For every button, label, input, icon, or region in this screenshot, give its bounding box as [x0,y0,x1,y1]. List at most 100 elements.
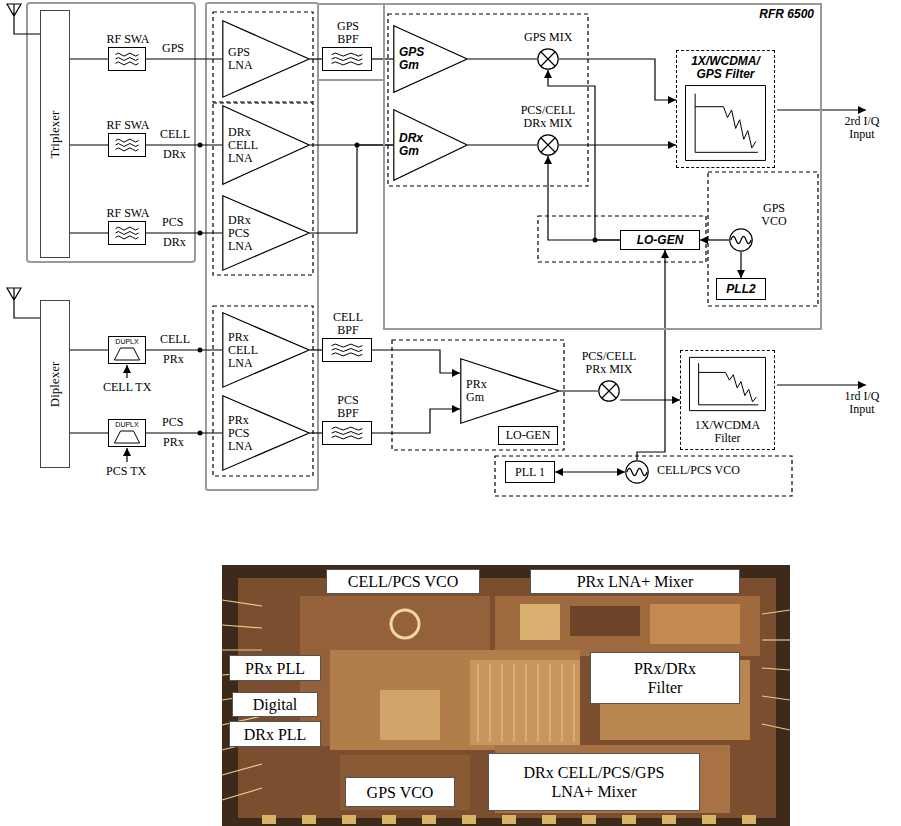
node-label: RF SWA [107,33,150,46]
lna-amplifier: DRx PCS LNA [222,195,310,271]
die-block [570,606,640,636]
dashed-group [708,172,818,306]
pll-box: PLL2 [716,278,766,300]
front-end-outline [27,3,195,262]
node-label: DRx PLL [244,725,307,744]
signal-wire [620,399,680,400]
output-arrow [777,384,866,385]
die-block [380,690,440,740]
die-block [330,650,580,750]
mixer-symbol: PCS/CELL PRx MIX [598,380,620,402]
signal-wire [548,70,620,240]
baseband-filter: 1X/WCDMA/ GPS Filter [676,50,775,168]
lna-amplifier: DRx CELL LNA [222,105,310,185]
bond-pads [262,815,756,824]
node-label: LO-GEN [506,429,551,442]
node-label: 1X/WCDMA Filter [690,419,765,445]
signal-label: PCS TX [106,465,146,478]
triplexer-box: Triplexer [40,10,70,258]
node-label: GPS LNA [228,46,253,72]
signal-wire [637,250,665,460]
mixer-shape [537,134,559,156]
node-label: PCS BPF [331,394,365,420]
die-label: Digital [232,692,318,717]
antenna-symbol [7,288,40,318]
filter-shape [109,222,145,244]
signal-wire [700,239,729,240]
node-label: PRx PLL [245,659,305,678]
signal-wire [559,144,676,145]
signal-label: PRx [163,353,184,366]
filter-response [685,85,766,161]
signal-label: DRx [163,236,186,249]
lna-amplifier: GPS LNA [222,20,310,98]
node-label: DRx CELL/PCS/GPS LNA+ Mixer [509,763,679,801]
dashed-group [538,216,706,262]
node-label: CELL BPF [331,311,365,337]
node-label: CELL/PCS VCO [348,572,458,591]
node-label: DRx Gm [399,132,423,158]
node-label: PLL 1 [515,466,545,479]
inductor [391,610,419,638]
die-label: GPS VCO [345,777,455,807]
dashed-group [213,103,313,275]
node-label: 1X/WCDMA/ GPS Filter [688,55,763,81]
node-label: Diplexer [49,361,62,406]
die-area [238,578,776,818]
signal-label: CELL [160,128,190,141]
die-label: DRx PLL [229,721,321,747]
filter-shape [323,48,371,70]
signal-wire [146,144,222,145]
junction-dots [198,143,598,436]
lo-gen-box: LO-GEN [620,230,700,250]
signal-wire [70,144,108,145]
signal-wire [559,59,676,100]
signal-wire [468,58,537,59]
signal-label: PRx [163,436,184,449]
signal-label: 2rd I/Q Input [834,115,890,141]
mixer-shape [537,48,559,70]
gm-amplifier: PRx Gm [460,358,560,424]
gm-amplifier: GPS Gm [393,25,468,93]
die-label: PRx LNA+ Mixer [530,569,740,594]
node-label: LO-GEN [637,234,684,247]
node-label: RF SWA [107,207,150,220]
group-outlines [27,3,385,490]
dashed-groups [213,12,818,496]
filter-shape [109,134,145,156]
signal-label: DRx [163,148,186,161]
lna-amplifier: PRx PCS LNA [222,395,310,471]
signal-wire [70,349,108,350]
node-label: PRx LNA+ Mixer [577,572,694,591]
duplexer-box: DUPLX [108,336,146,364]
node-label: Digital [253,695,297,714]
vco-symbol: GPS VCO [729,228,753,252]
signal-wire [372,409,460,433]
mixer-symbol: PCS/CELL DRx MIX [537,134,559,156]
signal-wire [146,58,222,59]
chip-outline [317,4,319,80]
signal-wire [560,390,598,391]
signal-label: 1rd I/Q Input [834,390,890,416]
node-label: CELL/PCS VCO [657,464,740,477]
antenna-symbol [7,4,40,34]
node-label: DRx PCS LNA [228,214,253,253]
tx-arrow [126,365,127,378]
node-label: GPS MIX [524,31,572,44]
saw-filter: RF SWA [108,47,146,71]
die-block [495,596,760,656]
die-block [650,604,740,644]
node-label: GPS BPF [331,20,365,46]
signal-label: PCS [162,416,183,429]
signal-wire [548,156,620,240]
saw-filter: RF SWA [108,133,146,157]
node-label: DUPLX [115,337,138,346]
node-label: PRx PCS LNA [228,414,253,453]
signal-wire [468,144,537,145]
node-label: PRx CELL LNA [228,331,258,370]
die-label: PRx PLL [229,655,321,681]
chip-boundary: RFR 6500GPS GmDRx GmGPS MIXPCS/CELL DRx … [383,3,822,330]
die-background [222,565,790,826]
node-label: GPS VCO [367,783,434,802]
